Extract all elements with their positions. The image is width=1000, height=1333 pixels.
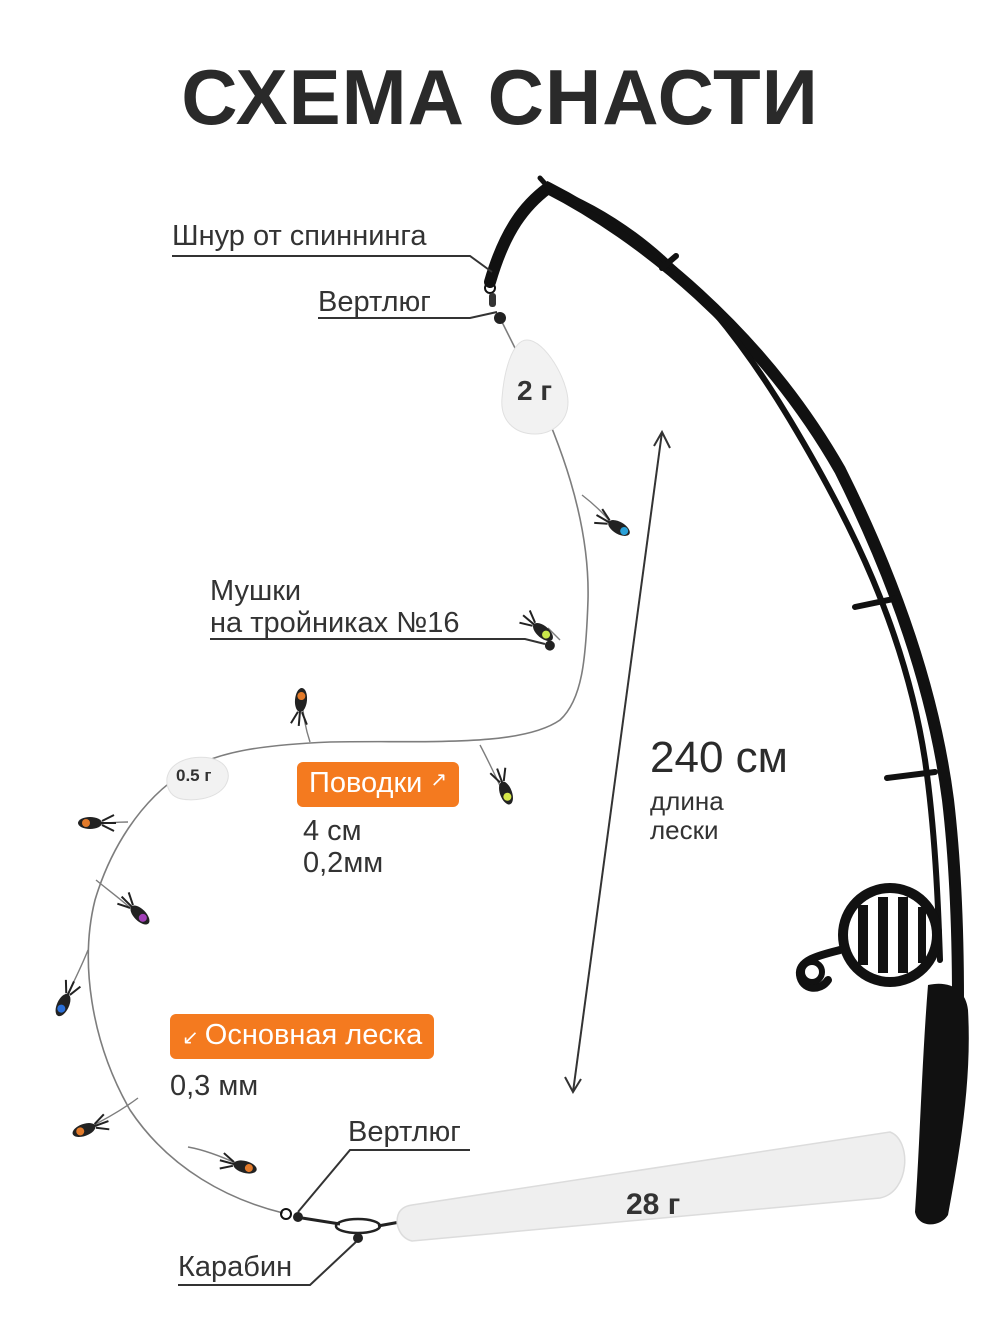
fly-hook-icon (72, 1113, 110, 1137)
fishing-rod-icon (484, 175, 964, 1006)
line-length-caption-1: длина (650, 786, 724, 816)
fly-hook-icon (78, 814, 116, 832)
arrow-up-right-icon: ↗ (430, 769, 448, 791)
label-swivel-top: Вертлюг (318, 286, 431, 318)
float-icon (501, 339, 569, 435)
main-line-label: Основная леска (204, 1019, 423, 1051)
fly-hook-icon (290, 688, 308, 726)
label-flies-2: на тройниках №16 (210, 607, 460, 639)
leaders-label: Поводки (309, 767, 423, 799)
float-weight-small: 0.5 г (176, 766, 212, 785)
rod-handle (915, 983, 969, 1225)
fly-hook-icon (489, 767, 513, 805)
fly-hook-icon (117, 892, 150, 925)
snap-icon (280, 1208, 401, 1243)
main-line-badge: ↙Основная леска (170, 1014, 435, 1059)
label-pointers (172, 255, 546, 1286)
leaders-badge: Поводки ↗ (297, 762, 460, 807)
reel-icon (796, 883, 942, 992)
swivel-icon (484, 282, 506, 324)
fly-hook-icon (219, 1152, 257, 1174)
leaders-length: 4 см (303, 815, 362, 847)
label-flies-1: Мушки (210, 575, 302, 607)
fly-hook-icon (55, 979, 82, 1017)
line-length-caption-2: лески (650, 815, 719, 845)
sinker-weight: 28 г (626, 1188, 681, 1221)
label-line-from-rod: Шнур от спиннинга (172, 220, 427, 252)
label-snap: Карабин (178, 1251, 293, 1283)
leaders-diameter: 0,2мм (303, 847, 384, 879)
main-line (87, 317, 589, 1214)
sinker-icon (396, 1131, 906, 1242)
main-line-diameter: 0,3 мм (170, 1070, 259, 1102)
length-arrow (564, 429, 671, 1095)
float-weight-top: 2 г (517, 375, 553, 406)
line-length-value: 240 см (650, 733, 788, 782)
float-icon (166, 756, 229, 801)
fly-hook-icon (519, 610, 555, 651)
fly-hook-icon (594, 508, 630, 536)
page-title: СХЕМА СНАСТИ (181, 53, 819, 141)
label-swivel-bottom: Вертлюг (348, 1116, 461, 1148)
arrow-down-left-icon: ↙ (182, 1027, 199, 1049)
